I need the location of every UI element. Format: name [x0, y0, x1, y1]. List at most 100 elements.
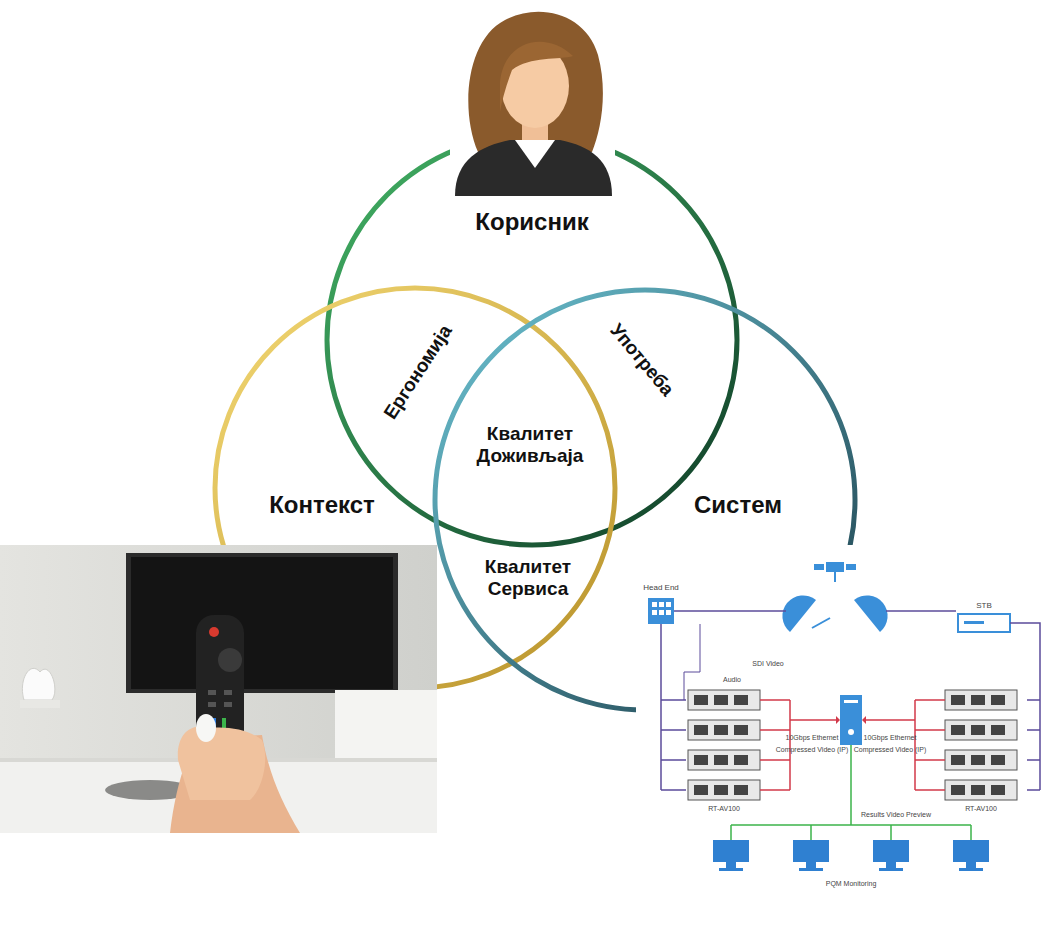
drawing-part [222, 718, 226, 728]
network-label: RT-AV100 [708, 805, 740, 813]
drawing-part [854, 595, 888, 632]
drawing-part [126, 553, 398, 693]
drawing-part [945, 750, 1017, 770]
rack-units [688, 690, 1017, 800]
drawing-part [971, 725, 985, 735]
region-label: Квалитет Доживљаја [470, 423, 590, 467]
drawing-part [0, 545, 437, 833]
drawing-part [886, 862, 896, 868]
drawing-part [22, 668, 55, 700]
circle-outline [321, 129, 743, 551]
network-label: STB [976, 601, 992, 610]
drawing-part [806, 862, 816, 868]
drawing-part [1027, 700, 1040, 790]
drawing-part [991, 725, 1005, 735]
drawing-part [660, 624, 662, 790]
drawing-part [991, 755, 1005, 765]
network-label: 10Gbps Ethernet [864, 734, 917, 742]
drawing-part [873, 840, 909, 862]
drawing-part [666, 602, 671, 607]
drawing-part [694, 725, 708, 735]
drawing-part [468, 12, 603, 152]
drawing-part [782, 595, 816, 632]
drawing-part [178, 727, 265, 800]
circle-label: Корисник [475, 208, 588, 236]
drawing-part [991, 785, 1005, 795]
drawing-part [958, 614, 1010, 632]
region-label: Ергономија [379, 321, 456, 423]
drawing-part [959, 868, 983, 871]
drawing-part [951, 695, 965, 705]
drawing-part [714, 725, 728, 735]
drawing-part [674, 610, 786, 612]
drawing-part [945, 720, 1017, 740]
drawing-part [218, 648, 242, 672]
region-label: Квалитет Сервиса [468, 556, 588, 600]
drawing-part [652, 602, 657, 607]
drawing-part [652, 610, 657, 615]
circle-label: Контекст [269, 491, 375, 519]
network-label: RT-AV100 [965, 805, 997, 813]
drawing-part [688, 750, 760, 770]
drawing-part [196, 714, 216, 742]
network-label: Compressed Video (IP) [776, 746, 849, 754]
drawing-part [879, 868, 903, 871]
network-label: Compressed Video (IP) [854, 746, 927, 754]
circle-outline [209, 282, 621, 694]
network-label: Audio [723, 676, 741, 684]
drawing-part [694, 785, 708, 795]
drawing-part [951, 725, 965, 735]
drawing-part [836, 716, 840, 724]
drawing-part [455, 140, 612, 196]
drawing-part [208, 690, 216, 695]
drawing-part [951, 755, 965, 765]
drawing-part [224, 690, 232, 695]
drawing-part [834, 572, 836, 582]
drawing-part [734, 725, 748, 735]
drawing-part [713, 840, 749, 862]
user-icon [455, 12, 612, 196]
drawing-part [862, 716, 866, 724]
drawing-part [966, 862, 976, 868]
drawing-part [688, 690, 760, 710]
drawing-part [719, 868, 743, 871]
circle-ring [215, 288, 615, 688]
drawing-part [951, 785, 965, 795]
drawing-part [971, 755, 985, 765]
drawing-part [971, 785, 985, 795]
network-label: 10Gbps Ethernet [786, 734, 839, 742]
drawing-part [659, 602, 664, 607]
drawing-part [131, 557, 393, 689]
drawing-part [814, 564, 824, 570]
network-label: Head End [643, 583, 679, 592]
drawing-part [866, 700, 945, 790]
drawing-part [945, 690, 1017, 710]
circle-ring [327, 135, 737, 545]
network-label: SDI Video [752, 660, 783, 668]
drawing-part [684, 624, 700, 700]
drawing-part [991, 695, 1005, 705]
rack-slots [694, 695, 1005, 795]
drawing-part [688, 780, 760, 800]
venn-circle: Корисник [321, 129, 743, 551]
drawing-part [964, 621, 984, 624]
drawing-part [515, 140, 555, 168]
network-label: Results Video Preview [861, 811, 931, 819]
drawing-part [661, 700, 686, 790]
drawing-part [714, 695, 728, 705]
drawing-part [666, 610, 671, 615]
venn-circle: Контекст [209, 282, 621, 694]
drawing-part [734, 785, 748, 795]
drawing-part [848, 729, 854, 735]
drawing-part [209, 627, 219, 637]
drawing-part [844, 700, 858, 703]
drawing-part [886, 610, 956, 612]
drawing-part [799, 868, 823, 871]
drawing-part [688, 720, 760, 740]
network-diagram [648, 562, 1040, 871]
drawing-part [648, 598, 674, 624]
drawing-part [953, 840, 989, 862]
drawing-part [731, 745, 971, 840]
drawing-part [20, 700, 60, 708]
